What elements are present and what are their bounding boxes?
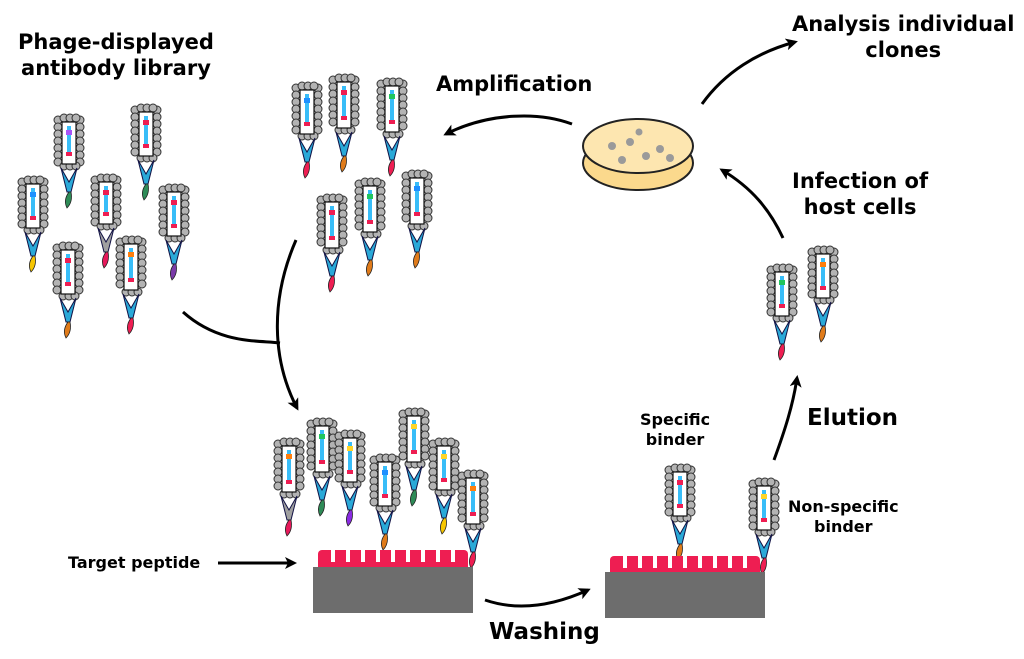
phage-particle xyxy=(766,263,798,361)
phage-particle xyxy=(115,235,147,335)
arrow-library-to-panning xyxy=(182,310,281,345)
phage-particle xyxy=(52,241,84,339)
solid-support xyxy=(313,567,473,613)
analysis-label: Analysis individual clones xyxy=(792,12,1015,62)
phage-particle xyxy=(354,177,386,277)
phage-particle xyxy=(158,183,190,281)
peptide-gaps xyxy=(331,550,747,568)
phage-particle xyxy=(457,469,489,569)
arrow-amplification xyxy=(443,114,573,136)
nonspecific-binder-label: Non-specific binder xyxy=(788,497,899,536)
infection-label: Infection of host cells xyxy=(792,169,929,219)
phage-group xyxy=(17,73,839,575)
phage-particle xyxy=(306,417,338,517)
phage-particle xyxy=(807,245,839,343)
phage-particle xyxy=(428,437,460,535)
library-title: Phage-displayed antibody library xyxy=(18,30,214,80)
elution-label: Elution xyxy=(807,405,899,431)
phage-particle xyxy=(748,477,780,575)
phage-particle xyxy=(316,193,348,293)
phage-particle xyxy=(398,407,430,507)
phage-particle xyxy=(130,103,162,201)
arrow-washing xyxy=(484,588,591,608)
arrow-infection xyxy=(719,168,785,239)
phage-particle xyxy=(664,463,696,561)
arrow-amplified-to-panning xyxy=(275,239,299,411)
phage-particle xyxy=(401,169,433,269)
phage-particle xyxy=(334,429,366,527)
petri-dish xyxy=(582,118,694,191)
arrow-analysis xyxy=(700,38,798,105)
phage-particle xyxy=(90,173,122,269)
washing-label: Washing xyxy=(489,619,600,645)
phage-particle xyxy=(328,73,360,173)
specific-binder-label: Specific binder xyxy=(640,410,711,449)
phage-particle xyxy=(376,77,408,177)
phage-particle xyxy=(291,81,323,179)
arrow-elution xyxy=(772,375,802,461)
amplification-label: Amplification xyxy=(436,72,593,96)
phage-particle xyxy=(17,175,49,273)
solid-support-washed xyxy=(605,572,765,618)
phage-particle xyxy=(369,453,401,551)
phage-particle xyxy=(273,437,305,537)
bacterial-colonies xyxy=(608,128,674,164)
phage-particle xyxy=(53,113,85,209)
target-peptide-label: Target peptide xyxy=(68,553,201,572)
